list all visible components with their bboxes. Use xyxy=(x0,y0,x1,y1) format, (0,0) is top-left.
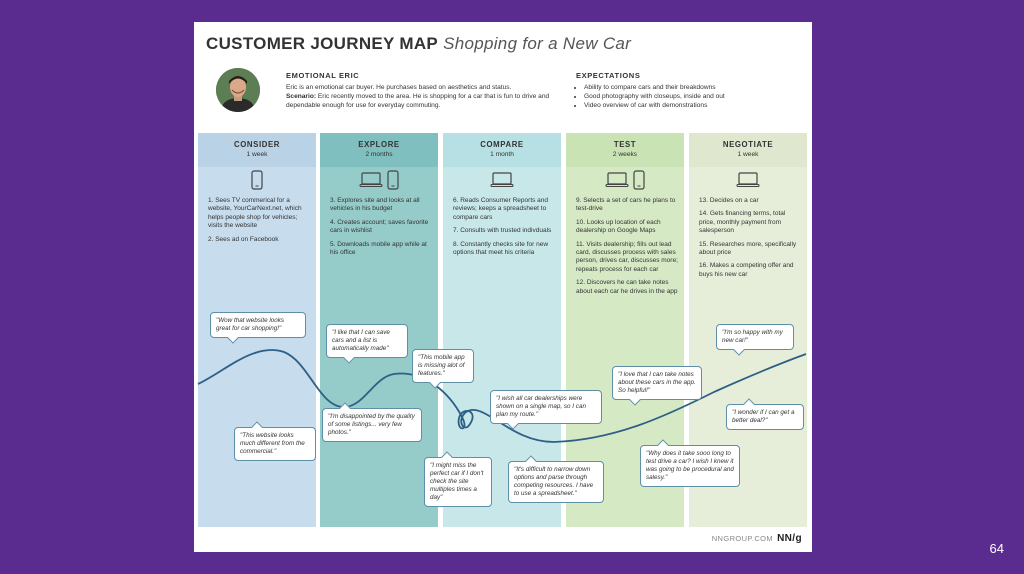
step-item: 5. Downloads mobile app while at his off… xyxy=(330,240,427,257)
step-item: 9. Selects a set of cars he plans to tes… xyxy=(576,197,676,213)
stage-steps: 13. Decides on a car 14. Gets financing t… xyxy=(689,197,807,279)
expectation-item: Video overview of car with demonstration… xyxy=(584,101,806,110)
step-item: 3. Explores site and looks at all vehicl… xyxy=(330,197,420,213)
phone-icon xyxy=(633,169,645,195)
step-item: 16. Makes a competing offer and buys his… xyxy=(699,262,794,278)
persona-block: EMOTIONAL ERIC Eric is an emotional car … xyxy=(286,71,556,110)
quote-bubble: "I wonder if I can get a better deal?" xyxy=(726,404,804,430)
quote-bubble: "This website looks much different from … xyxy=(234,427,316,461)
expectation-item: Good photography with closeups, inside a… xyxy=(584,92,806,101)
expectation-item: Ability to compare cars and their breakd… xyxy=(584,83,806,92)
expectations-block: EXPECTATIONS Ability to compare cars and… xyxy=(576,71,806,110)
quote-bubble: "Why does it take sooo long to test driv… xyxy=(640,445,740,487)
stage-name: CONSIDER xyxy=(234,140,280,149)
step-item: 8. Constantly checks site for new option… xyxy=(453,240,549,257)
step-item: 14. Gets financing terms, total price, m… xyxy=(699,210,786,235)
scenario-label: Scenario: xyxy=(286,93,317,100)
laptop-icon xyxy=(605,171,629,193)
step-item: 12. Discovers he can take notes about ea… xyxy=(576,279,678,295)
stage-header: COMPARE 1 month xyxy=(443,133,561,167)
stage-steps: 1. Sees TV commerical for a website, You… xyxy=(198,197,316,244)
persona-name: EMOTIONAL ERIC xyxy=(286,71,360,80)
quote-bubble: "I like that I can save cars and a list … xyxy=(326,324,408,358)
stage-header: EXPLORE 2 months xyxy=(320,133,438,167)
stage-name: NEGOTIATE xyxy=(722,140,774,149)
step-item: 13. Decides on a car xyxy=(699,197,759,204)
phone-icon xyxy=(387,169,399,195)
laptop-icon xyxy=(736,171,760,193)
stage-header: CONSIDER 1 week xyxy=(198,133,316,167)
persona-avatar xyxy=(216,68,260,112)
persona-description: Eric is an emotional car buyer. He purch… xyxy=(286,84,512,91)
step-item: 10. Looks up location of each dealership… xyxy=(576,218,661,235)
step-item: 1. Sees TV commerical for a website, You… xyxy=(208,197,302,230)
step-item: 7. Consults with trusted indivduals xyxy=(453,227,552,235)
title-text: CUSTOMER JOURNEY MAP xyxy=(206,34,439,53)
stage-name: EXPLORE xyxy=(358,140,400,149)
quote-bubble: "It's difficult to narrow down options a… xyxy=(508,461,604,503)
step-item: 11. Visits dealership; fills out lead ca… xyxy=(576,240,678,273)
quote-bubble: "I might miss the perfect car if I don't… xyxy=(424,457,492,507)
quote-bubble: "I'm so happy with my new car!" xyxy=(716,324,794,350)
stage-name: COMPARE xyxy=(480,140,524,149)
stage-duration: 2 weeks xyxy=(612,151,638,158)
expectations-list: Ability to compare cars and their breakd… xyxy=(576,83,806,110)
laptop-icon xyxy=(490,171,514,193)
step-item: 4. Creates account; saves favorite cars … xyxy=(330,218,429,235)
map-subtitle: Shopping for a New Car xyxy=(443,34,632,53)
stage-duration: 1 month xyxy=(490,151,514,158)
laptop-icon xyxy=(359,171,383,193)
quote-bubble: "I love that I can take notes about thes… xyxy=(612,366,702,400)
stage-steps: 9. Selects a set of cars he plans to tes… xyxy=(566,197,684,296)
person-icon xyxy=(216,68,260,112)
quote-bubble: "I wish all car dealerships were shown o… xyxy=(490,390,602,424)
page-number: 64 xyxy=(989,541,1004,556)
emotion-curve xyxy=(197,349,807,443)
nng-logo: NN/g xyxy=(777,533,802,544)
scenario-text: Eric recently moved to the area. He is s… xyxy=(286,93,550,109)
persona-scenario: Scenario: Eric recently moved to the are… xyxy=(286,92,556,110)
stage-devices xyxy=(320,167,438,197)
stage-duration: 2 months xyxy=(365,151,393,158)
stage-devices xyxy=(566,167,684,197)
stage-devices xyxy=(198,167,316,197)
step-item: 2. Sees ad on Facebook xyxy=(208,235,279,243)
stage-steps: 3. Explores site and looks at all vehicl… xyxy=(320,197,438,257)
stage-devices xyxy=(443,167,561,197)
expectations-heading: EXPECTATIONS xyxy=(576,71,641,80)
stage-header: NEGOTIATE 1 week xyxy=(689,133,807,167)
step-item: 6. Reads Consumer Reports and reviews; k… xyxy=(453,197,549,221)
footer-site: NNGROUP.COM xyxy=(711,534,774,543)
quote-bubble: "I'm disappointed by the quality of some… xyxy=(322,408,422,442)
quote-bubble: "This mobile app is missing alot of feat… xyxy=(412,349,474,383)
stage-name: TEST xyxy=(613,140,637,149)
stage-devices xyxy=(689,167,807,197)
stage-duration: 1 week xyxy=(246,151,268,158)
quote-bubble: "Wow that website looks great for car sh… xyxy=(210,312,306,338)
step-item: 15. Researches more, specifically about … xyxy=(699,240,797,257)
stage-header: TEST 2 weeks xyxy=(566,133,684,167)
stage-steps: 6. Reads Consumer Reports and reviews; k… xyxy=(443,197,561,257)
stage-duration: 1 week xyxy=(737,151,759,158)
phone-icon xyxy=(251,169,263,195)
